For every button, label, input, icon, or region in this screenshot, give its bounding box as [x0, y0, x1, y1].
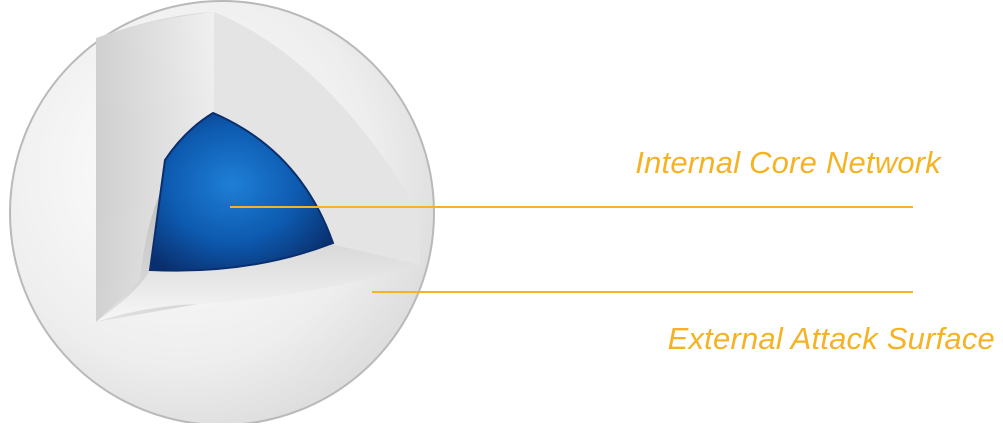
- cutaway-back-wall: [214, 12, 420, 265]
- cutaway-floor: [96, 245, 420, 322]
- internal-core-label: Internal Core Network: [635, 145, 941, 180]
- core-network-wedge: [148, 111, 335, 272]
- external-surface-label: External Attack Surface: [667, 321, 995, 356]
- cutaway-left-wall: [96, 12, 214, 322]
